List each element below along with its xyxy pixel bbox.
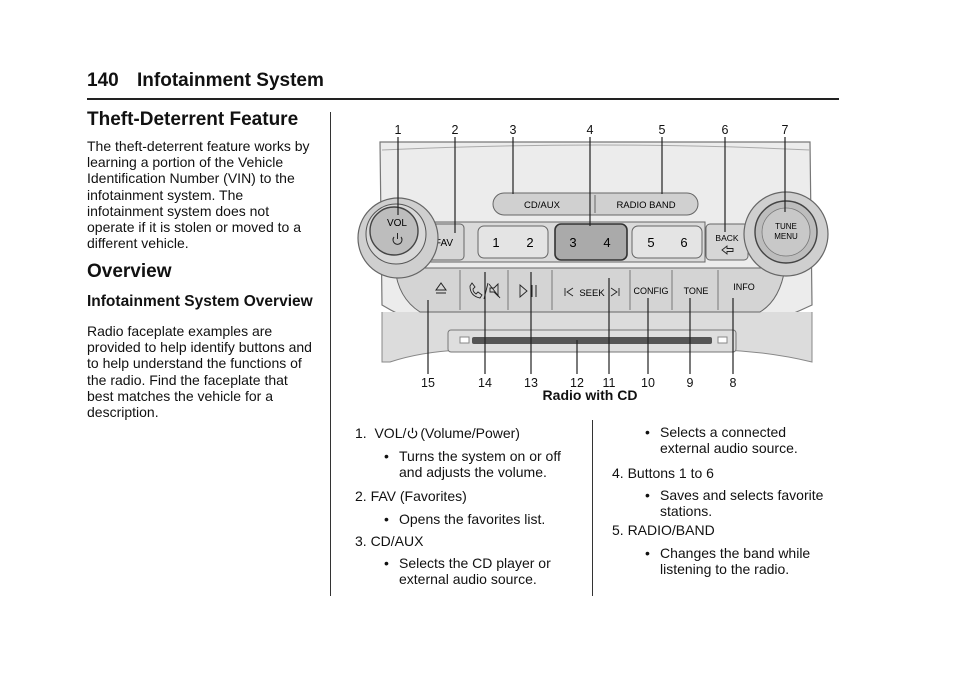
callout-5: 5 xyxy=(659,123,666,137)
callout-15: 15 xyxy=(421,376,435,390)
top-callout-leaders xyxy=(397,137,786,233)
overview-paragraph: Radio faceplate examples are provided to… xyxy=(87,323,312,421)
config-button[interactable]: CONFIG xyxy=(634,286,669,296)
preset-1-button[interactable]: 1 xyxy=(492,235,499,250)
bottom-callout-leaders xyxy=(427,272,734,374)
seek-back-icon[interactable] xyxy=(564,287,574,297)
bullet-icon: • xyxy=(384,511,389,527)
callout-6: 6 xyxy=(722,123,729,137)
cd-slot xyxy=(472,337,712,344)
callout-4: 4 xyxy=(587,123,594,137)
cd-aux-button[interactable]: CD/AUX xyxy=(524,200,561,211)
preset-5-button[interactable]: 5 xyxy=(647,235,654,250)
seek-button[interactable]: SEEK xyxy=(579,288,605,299)
preset-6-button[interactable]: 6 xyxy=(680,235,687,250)
list-item-4: 4. Buttons 1 to 6 xyxy=(612,465,714,481)
preset-2-button[interactable]: 2 xyxy=(526,235,533,250)
fav-button[interactable]: FAV xyxy=(435,238,453,249)
callout-3: 3 xyxy=(510,123,517,137)
preset-3-button[interactable]: 3 xyxy=(569,235,576,250)
play-pause-icon[interactable] xyxy=(519,284,537,298)
page-number: 140 xyxy=(87,70,119,91)
callout-1: 1 xyxy=(395,123,402,137)
tune-label: TUNE xyxy=(775,222,797,231)
callout-9: 9 xyxy=(687,376,694,390)
list-item-1: 1. VOL/(Volume/Power) xyxy=(355,425,520,441)
theft-deterrent-heading: Theft-Deterrent Feature xyxy=(87,109,299,130)
bullet-icon: • xyxy=(384,448,389,464)
preset-4-button[interactable]: 4 xyxy=(603,235,610,250)
section-title: Infotainment System xyxy=(137,70,324,91)
callout-12: 12 xyxy=(570,376,584,390)
list-item-2-bullet: Opens the favorites list. xyxy=(399,511,546,527)
power-icon xyxy=(392,233,403,245)
overview-subheading: Infotainment System Overview xyxy=(87,293,313,310)
callout-8: 8 xyxy=(730,376,737,390)
list-item-5: 5. RADIO/BAND xyxy=(612,522,715,538)
eject-icon[interactable] xyxy=(435,282,447,294)
bullet-icon: • xyxy=(645,487,650,503)
bullet-icon: • xyxy=(645,424,650,440)
callout-13: 13 xyxy=(524,376,538,390)
vol-label: VOL xyxy=(387,218,407,229)
power-icon xyxy=(408,427,418,439)
callout-14: 14 xyxy=(478,376,492,390)
radio-band-button[interactable]: RADIO BAND xyxy=(616,200,675,211)
bullet-icon: • xyxy=(645,545,650,561)
list-item-2: 2. FAV (Favorites) xyxy=(355,488,467,504)
callout-10: 10 xyxy=(641,376,655,390)
header-rule xyxy=(87,98,839,100)
callout-2: 2 xyxy=(452,123,459,137)
callout-7: 7 xyxy=(782,123,789,137)
back-arrow-icon xyxy=(721,245,734,255)
overview-heading: Overview xyxy=(87,261,172,282)
bullet-icon: • xyxy=(384,555,389,571)
back-button[interactable]: BACK xyxy=(715,233,738,243)
tone-button[interactable]: TONE xyxy=(684,286,709,296)
volume-knob[interactable] xyxy=(369,206,419,256)
info-button[interactable]: INFO xyxy=(733,282,755,292)
list-item-3: 3. CD/AUX xyxy=(355,533,424,549)
theft-deterrent-paragraph: The theft-deterrent feature works by lea… xyxy=(87,138,310,252)
list-column-divider xyxy=(592,420,593,596)
callout-11: 11 xyxy=(603,376,616,390)
menu-label: MENU xyxy=(774,232,798,241)
radio-faceplate-illustration: CD/AUX RADIO BAND FAV 1 2 3 4 5 6 BACK xyxy=(357,123,829,390)
column-divider xyxy=(330,112,331,596)
seek-forward-icon[interactable] xyxy=(610,287,620,297)
figure-caption: Radio with CD xyxy=(542,387,638,403)
